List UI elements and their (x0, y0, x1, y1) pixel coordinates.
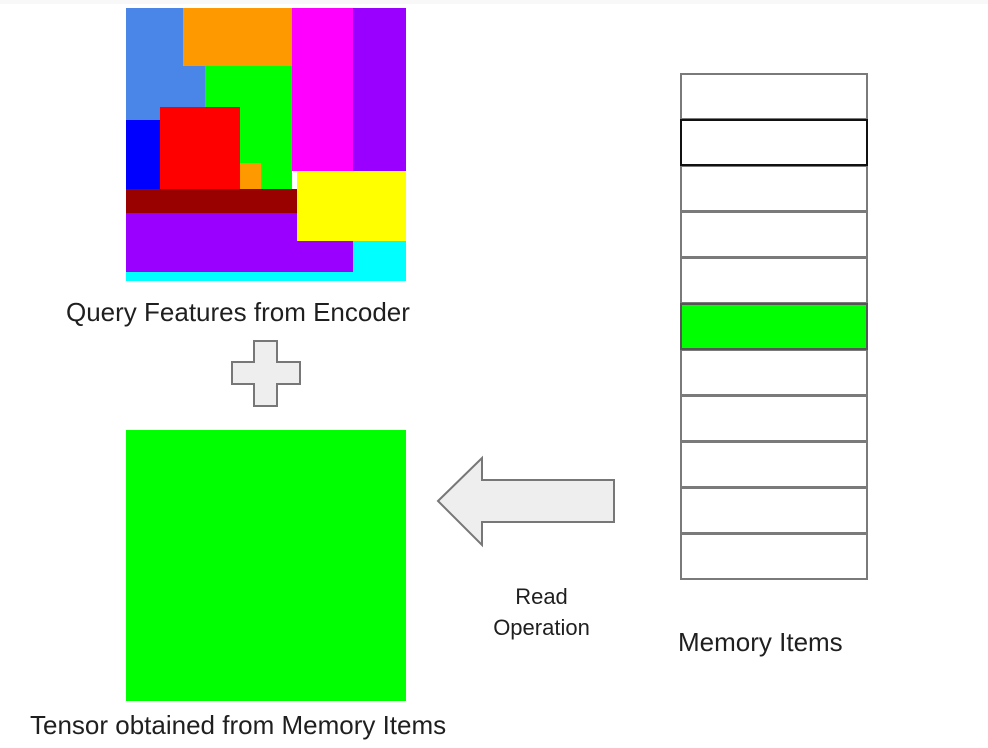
memory-item-7 (680, 349, 868, 396)
plus-icon (231, 340, 301, 407)
query-features-label: Query Features from Encoder (66, 297, 410, 327)
memory-item-11 (680, 533, 868, 580)
memory-item-10 (680, 487, 868, 534)
memory-item-8 (680, 395, 868, 442)
block-yellow (297, 171, 406, 241)
memory-item-4 (680, 211, 868, 258)
memory-item-1 (680, 73, 868, 120)
read-operation-label: Read Operation (470, 581, 613, 643)
read-operation-line1: Read (515, 584, 568, 609)
memory-tensor (126, 430, 406, 701)
block-violet-right (353, 8, 406, 171)
top-band (0, 0, 988, 4)
block-red (160, 107, 240, 189)
memory-item-3 (680, 165, 868, 212)
tensor-label: Tensor obtained from Memory Items (30, 710, 447, 740)
plus-shape (231, 340, 301, 407)
memory-item-9 (680, 441, 868, 488)
memory-items-label: Memory Items (678, 627, 843, 657)
block-dark-red (126, 189, 297, 213)
memory-item-2 (680, 119, 868, 166)
read-operation-line2: Operation (493, 615, 590, 640)
block-orange-small (240, 163, 261, 189)
block-blue (126, 120, 160, 189)
memory-items-column (680, 73, 868, 580)
query-features-mosaic (126, 8, 406, 281)
arrow-left-icon (436, 455, 615, 548)
block-magenta (292, 8, 353, 171)
block-orange-top (183, 8, 292, 66)
memory-item-6 (680, 303, 868, 350)
arrow-shape (436, 455, 615, 548)
memory-item-5 (680, 257, 868, 304)
